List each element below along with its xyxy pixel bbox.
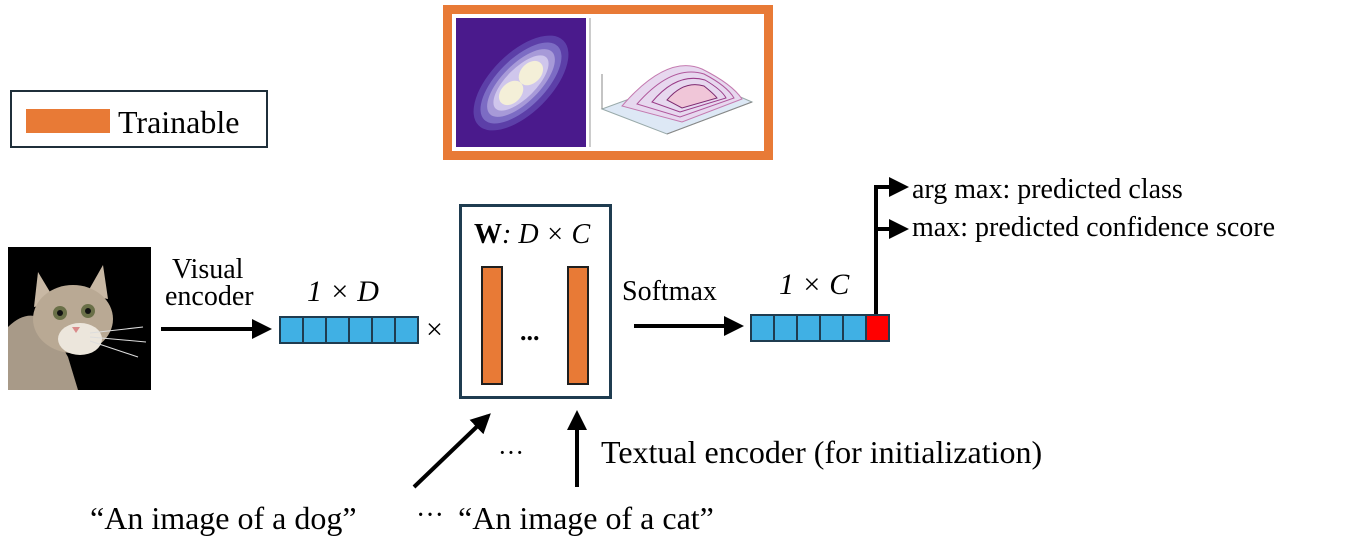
vector-cell (394, 316, 419, 344)
trainable-swatch (26, 109, 110, 133)
prompt-cat: “An image of a cat” (458, 500, 714, 536)
trainable-plot-figure (443, 5, 773, 160)
max-cell (865, 314, 890, 342)
argmax-output-label: arg max: predicted class (912, 176, 1183, 204)
cat-image (8, 247, 151, 390)
max-prefix: max (912, 212, 961, 243)
text-encoder-ellipsis: ··· (498, 438, 524, 467)
weight-column-last (567, 266, 589, 385)
argmax-text: : predicted class (1002, 174, 1183, 205)
weight-column-first (481, 266, 503, 385)
density-plots-icon (456, 18, 754, 147)
cat-photo-icon (8, 247, 151, 390)
argmax-prefix: arg max (912, 174, 1003, 205)
softmax-label: Softmax (622, 276, 717, 307)
max-output-label: max: predicted confidence score (912, 214, 1275, 242)
weight-columns-ellipsis: ... (520, 317, 540, 346)
prompt-ellipsis: ··· (416, 500, 444, 531)
weight-matrix-title: W: D × C (474, 221, 590, 249)
text-encoder-label: Textual encoder (for initialization) (601, 434, 1043, 470)
visual-encoder-label-1: Visual (172, 254, 244, 285)
visual-encoder-label-2: encoder (165, 281, 254, 312)
output-vector (750, 314, 890, 342)
legend-label: Trainable (118, 104, 240, 140)
legend: Trainable (10, 90, 268, 148)
output-dim-label: 1 × C (779, 268, 850, 301)
feature-dim-label: 1 × D (307, 275, 379, 308)
vector-cell (279, 316, 304, 344)
vector-cell (371, 316, 396, 344)
multiply-symbol: × (426, 313, 443, 346)
vector-cell (819, 314, 844, 342)
feature-vector (279, 316, 419, 344)
max-text: : predicted confidence score (960, 212, 1276, 243)
weight-matrix-dims: : D × C (502, 219, 591, 250)
weight-matrix-symbol: W (474, 219, 502, 250)
vector-cell (796, 314, 821, 342)
prompt-dog: “An image of a dog” (90, 500, 357, 536)
arrow-text-dog (412, 413, 491, 489)
weight-matrix: W: D × C ... (459, 204, 612, 399)
